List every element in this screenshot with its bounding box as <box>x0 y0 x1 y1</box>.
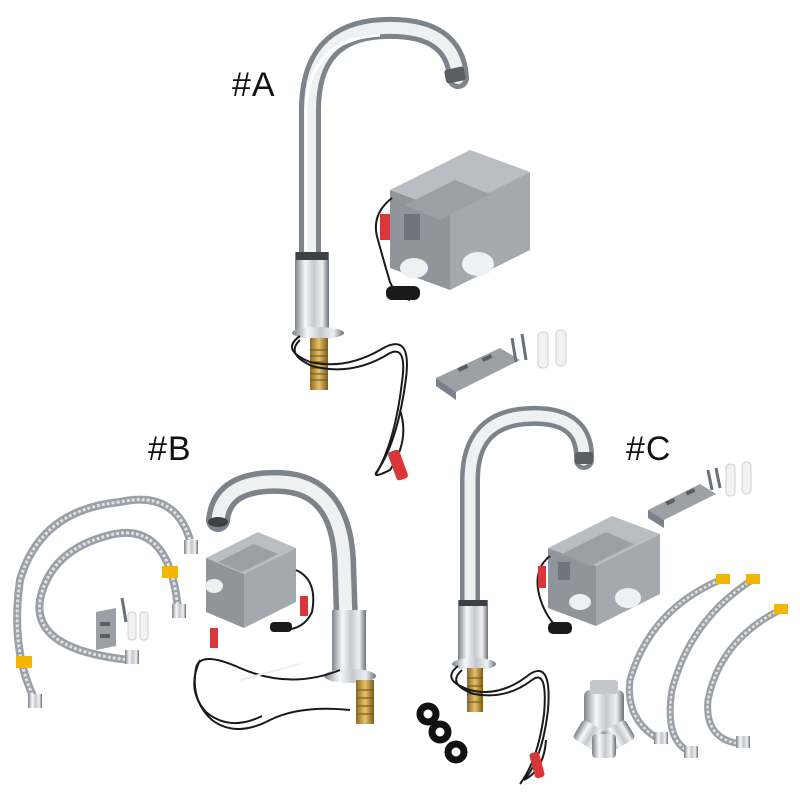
sensor-box-c <box>536 516 660 634</box>
screws-c <box>706 461 752 497</box>
faucet-c-wire <box>450 665 550 785</box>
sensor-box-b <box>205 532 315 632</box>
sensor-box-a-cable <box>374 197 420 301</box>
faucet-a <box>292 16 469 390</box>
faucet-a-wire <box>291 335 408 481</box>
washers-c <box>416 702 468 764</box>
screws-a <box>510 329 567 369</box>
faucet-b <box>206 469 376 724</box>
mounting-bracket-a <box>436 348 520 400</box>
variant-label-b: #B <box>148 430 192 468</box>
faucet-c <box>452 405 595 712</box>
sensor-box-a <box>390 150 530 290</box>
mounting-bracket-c <box>648 484 716 528</box>
faucet-b-wire <box>193 628 351 730</box>
hoses-c <box>625 574 788 758</box>
mounting-bracket-b <box>96 597 149 650</box>
variant-label-c: #C <box>626 430 672 468</box>
variant-label-a: #A <box>232 66 276 104</box>
hoses-b <box>13 495 198 708</box>
valve-tee-c <box>573 680 635 758</box>
